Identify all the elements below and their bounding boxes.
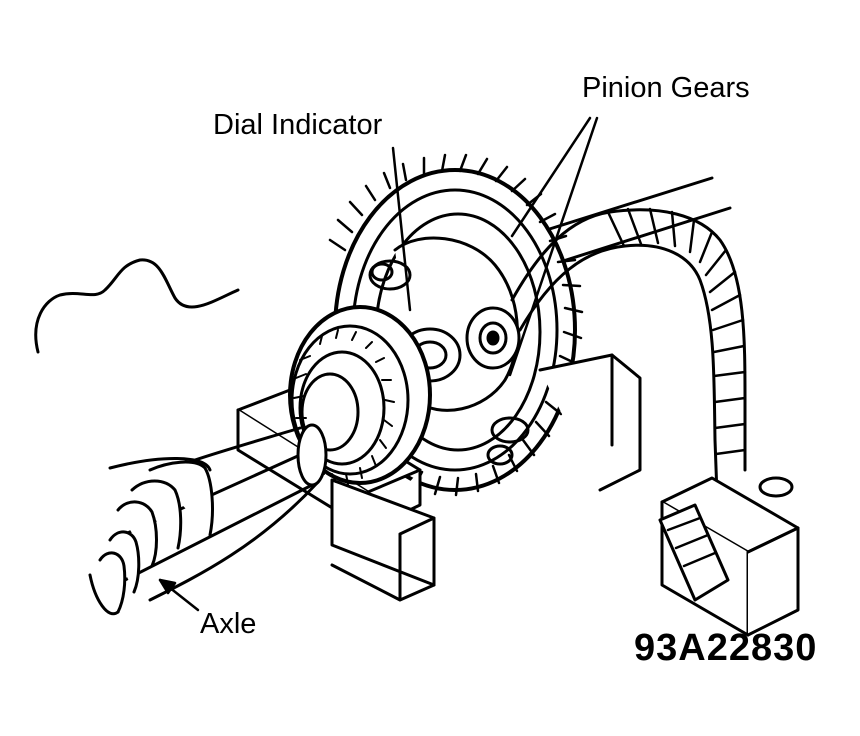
axle-boot	[88, 457, 214, 616]
label-pinion-gears: Pinion Gears	[582, 72, 750, 104]
label-axle: Axle	[200, 608, 257, 640]
support-block-rear	[538, 353, 642, 492]
figure-id: 93A22830	[634, 627, 818, 669]
output-shaft	[538, 176, 732, 264]
dial-indicator-leader	[391, 146, 412, 312]
label-dial-indicator: Dial Indicator	[213, 109, 383, 141]
pinion-gear-upper	[465, 306, 521, 370]
dial-indicator-arm	[510, 207, 794, 498]
break-line	[34, 258, 240, 354]
pinion-leader-lower	[508, 116, 599, 377]
axle-arrowhead	[158, 578, 177, 595]
magnetic-base	[658, 476, 800, 637]
leader-lines	[158, 116, 599, 612]
pinion-leader-upper	[510, 116, 592, 238]
